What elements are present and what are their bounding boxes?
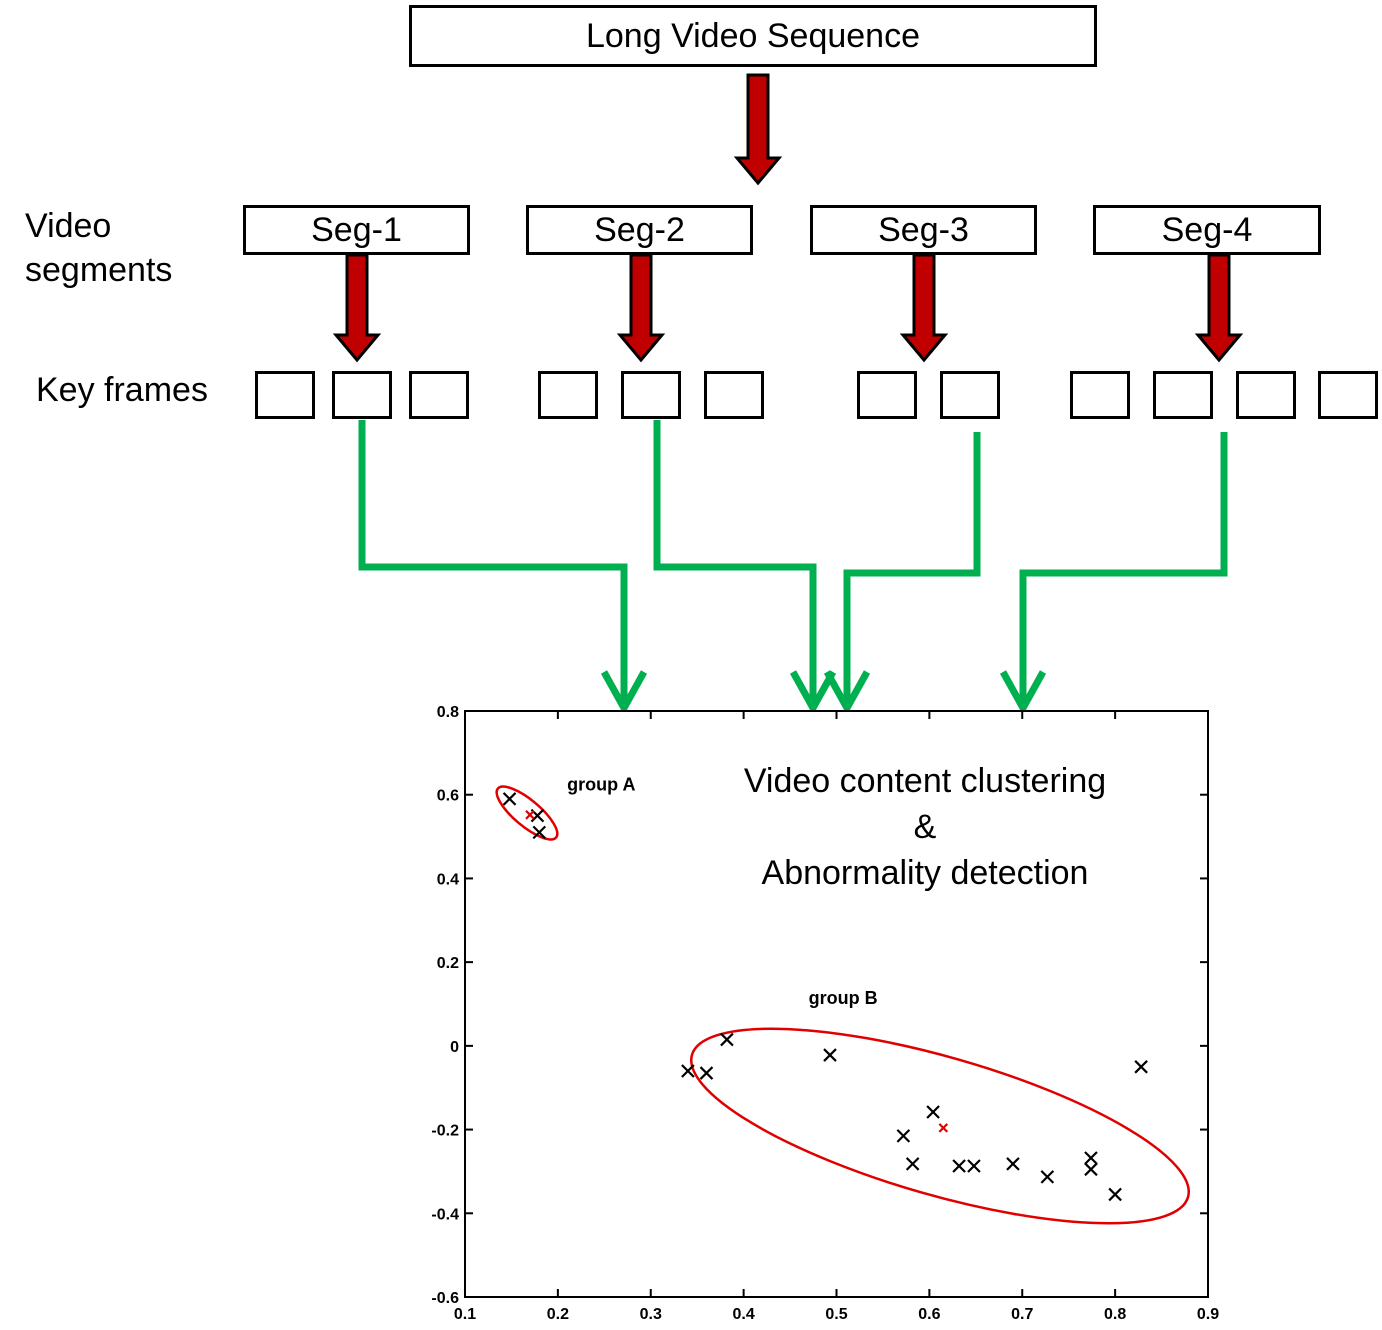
key-frames-label: Key frames [36,371,208,409]
video-segments-label: Video segments [25,204,172,292]
data-point [720,1032,734,1047]
x-tick-label: 0.1 [454,1306,476,1323]
plot-title-line-3: Abnormality detection [761,854,1089,892]
keyframe-box [857,371,917,419]
y-tick-label: 0.4 [437,871,459,888]
plot-area [464,710,1209,1298]
red-arrow-seg2 [616,253,666,363]
data-point [1134,1060,1148,1074]
green-arrow-seg4 [1019,432,1228,708]
green-arrow-seg2 [653,420,817,708]
keyframe-box [1236,371,1296,419]
data-point [967,1159,981,1173]
plot-title-line-2: & [913,808,937,846]
y-tick-label: 0.8 [437,704,459,721]
red-arrow-top [733,73,783,186]
plot-title: Video content clustering & Abnormality d… [660,758,1190,896]
green-arrowhead-seg1 [600,670,648,716]
data-point [699,1066,714,1080]
x-tick-label: 0.3 [640,1306,662,1323]
data-point [1108,1187,1122,1202]
x-tick-label: 0.7 [1011,1306,1033,1323]
green-arrowhead-seg2 [789,670,837,716]
plot-title-line-1: Video content clustering [743,762,1107,800]
y-tick-label: 0.6 [437,788,459,805]
data-point [502,792,517,806]
scatter-plot: 0.1 0.2 0.3 0.4 0.5 0.6 0.7 0.8 0.9 -0.6 -0.4 -0.2 0… [431,704,1219,1323]
red-arrow-seg3 [899,253,949,363]
data-point [896,1129,911,1143]
data-point [905,1157,920,1171]
data-point [1006,1157,1020,1171]
y-tick-label: -0.4 [431,1206,459,1223]
keyframe-box [409,371,469,419]
x-tick-label: 0.4 [733,1306,755,1323]
segment-label-4: Seg-4 [1161,210,1253,249]
video-segments-line-2: segments [25,251,173,289]
data-point [1084,1151,1098,1165]
green-arrowhead-seg4 [999,670,1047,716]
x-tick-label: 0.8 [1104,1306,1126,1323]
segment-box-3: Seg-3 [810,205,1037,255]
keyframe-box [255,371,315,419]
green-arrow-seg3 [843,432,981,708]
data-point [823,1048,837,1062]
group-label: group B [809,988,878,1008]
segment-label-1: Seg-1 [311,210,402,249]
segment-box-4: Seg-4 [1093,205,1321,255]
video-segments-line-1: Video [25,207,112,245]
keyframe-box [940,371,1000,419]
data-point [952,1159,966,1173]
keyframe-box [538,371,598,419]
segment-label-2: Seg-2 [594,210,685,249]
y-tick-label: -0.6 [431,1290,459,1307]
green-arrowhead-seg3 [823,670,871,716]
data-point [1040,1170,1055,1184]
red-arrow-seg4 [1194,253,1244,363]
data-point [681,1064,695,1078]
data-point [926,1105,940,1119]
segment-label-3: Seg-3 [878,210,969,249]
group-label: group A [567,775,635,795]
long-video-sequence-box: Long Video Sequence [409,5,1097,67]
y-tick-label: 0.2 [437,955,459,972]
cluster-centroid [938,1123,949,1133]
cluster-ellipse-b [690,1027,1190,1225]
keyframe-box [1070,371,1130,419]
data-point [532,825,547,840]
x-tick-label: 0.6 [918,1306,940,1323]
keyframe-box [332,371,392,419]
segment-box-2: Seg-2 [526,205,753,255]
x-tick-label: 0.5 [825,1306,847,1323]
long-video-sequence-label: Long Video Sequence [585,16,920,55]
y-tick-label: 0 [450,1039,459,1056]
red-arrows [332,73,1244,363]
red-arrow-seg1 [332,253,382,363]
cluster-centroid [525,810,535,820]
keyframe-box [1318,371,1378,419]
keyframe-box [1153,371,1213,419]
x-tick-label: 0.2 [547,1306,569,1323]
y-tick-label: -0.2 [431,1123,459,1140]
green-arrow-seg1 [358,420,628,708]
keyframe-box [704,371,764,419]
data-point [1084,1162,1098,1177]
keyframe-box [621,371,681,419]
green-connectors [358,420,1228,716]
x-tick-label: 0.9 [1197,1306,1219,1323]
segment-box-1: Seg-1 [243,205,470,255]
cluster-ellipse-a [495,785,559,841]
